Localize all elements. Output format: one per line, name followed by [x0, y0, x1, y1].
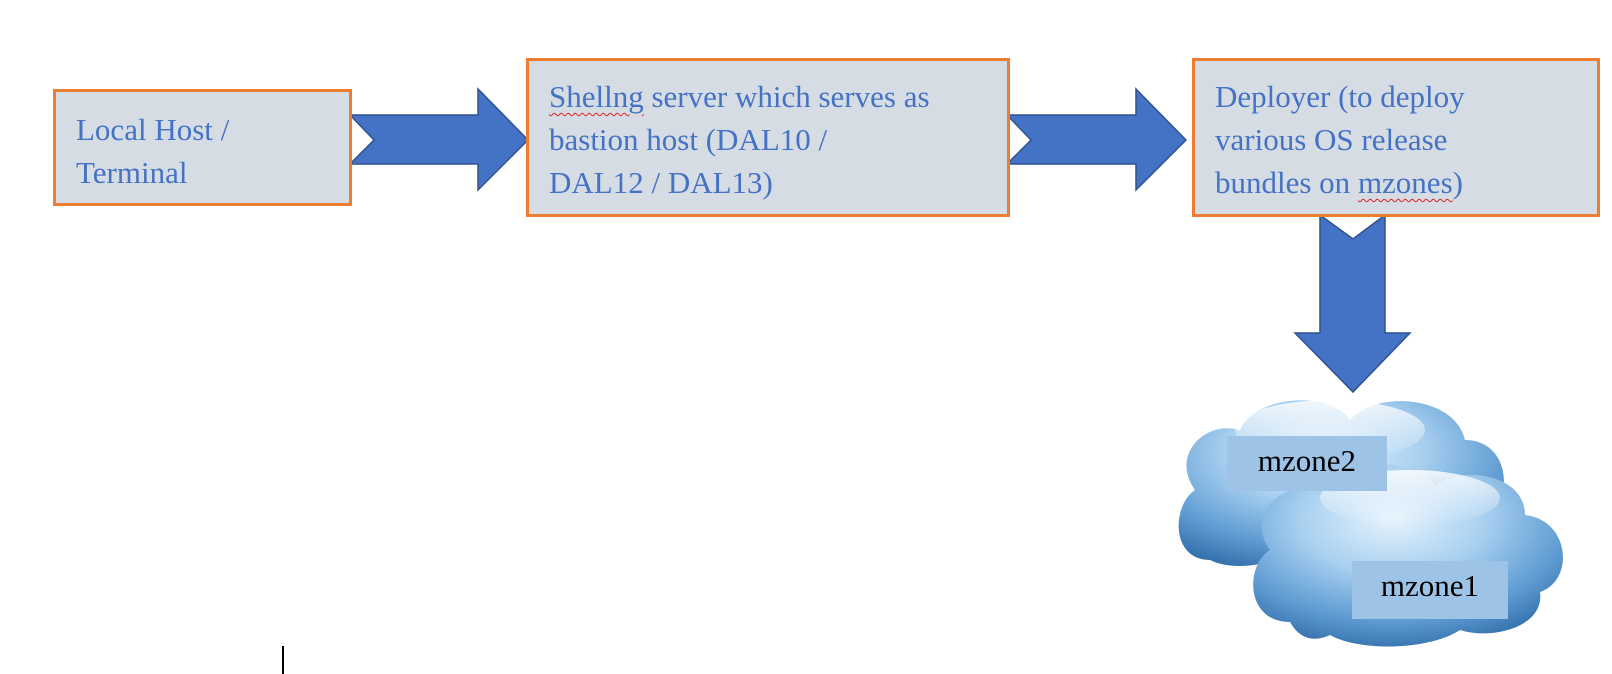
arrow-shell-to-deployer [1005, 87, 1188, 192]
arrow-deployer-to-clouds [1293, 213, 1412, 394]
misspelled-word: Shellng [549, 79, 644, 114]
deployer-line-1: Deployer (to deploy [1215, 79, 1465, 114]
shelling-server-box: Shellng server which serves as bastion h… [526, 58, 1010, 217]
arrow-local-to-shell [348, 87, 530, 192]
text-cursor [282, 646, 284, 674]
local-host-box: Local Host / Terminal [53, 89, 352, 206]
deployer-line-2: various OS release [1215, 122, 1448, 157]
local-host-line-2: Terminal [76, 155, 188, 190]
deployer-line-3-prefix: bundles on [1215, 165, 1358, 200]
mzone2-label: mzone2 [1227, 436, 1387, 491]
deployer-line-3-suffix: ) [1452, 165, 1463, 200]
shelling-server-line-2: bastion host (DAL10 / [549, 122, 828, 157]
mzone1-label: mzone1 [1352, 561, 1508, 619]
shelling-server-line-3: DAL12 / DAL13) [549, 165, 773, 200]
misspelled-word-mzones: mzones [1357, 165, 1453, 200]
cloud-icon-mzone1 [1253, 464, 1563, 647]
local-host-line-1: Local Host / [76, 112, 230, 147]
deployer-line-3: bundles on mzones) [1215, 161, 1577, 204]
shelling-server-line-1-rest: server which serves as [643, 79, 930, 114]
shelling-server-line-1: Shellng server which serves as [549, 75, 987, 118]
deployer-box: Deployer (to deploy various OS release b… [1192, 58, 1600, 217]
